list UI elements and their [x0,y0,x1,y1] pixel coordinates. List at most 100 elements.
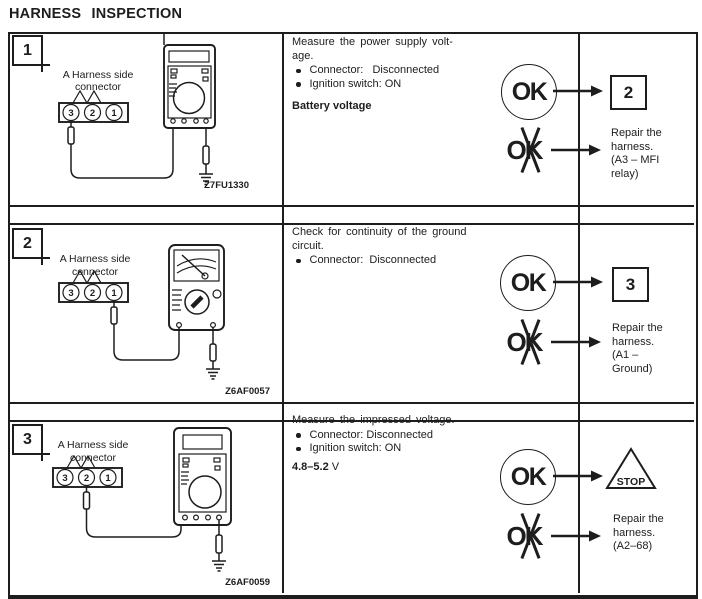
spec-value: 4.8–5.2 V [292,461,508,475]
knob-pointer [190,295,204,309]
multimeter-body [163,44,216,129]
ng-arrow-icon [551,336,601,348]
instruction-step3: Measure the impressed voltage. Connector… [292,414,508,474]
connector-label-line1: A Harness side [63,69,134,81]
step-number-box-2: 2 [12,228,50,265]
multimeter-display [182,434,223,450]
instruction-bullets: Connector: Disconnected Ignition switch:… [292,64,508,91]
meter-switch [202,76,209,82]
meter-switch [170,68,178,74]
stop-sign: STOP [605,447,657,489]
selector-knob [184,289,210,315]
bullet-text: Connector: Disconnected [309,64,440,76]
row-separator-1a [10,205,694,207]
instruction-step2: Check for continuity of the ground circu… [292,226,508,268]
meter-terminal [210,321,217,328]
meter-terminal [181,118,187,124]
ng-symbol: OK [498,127,550,173]
bullet-text: Connector: Disconnected [309,254,437,266]
pin-2-label: 2 [90,288,95,299]
instruction-bullets: Connector: Disconnected Ignition switch:… [292,429,508,456]
gauge-window [173,249,220,282]
step-number-box-3: 3 [12,424,50,461]
ok-arrow-icon [553,276,603,288]
instruction-main: Measure the impressed voltage. [292,414,455,426]
bullet-icon [296,446,301,451]
meter-switch [214,465,221,471]
meter-terminal [205,514,212,521]
pin-circle [83,283,102,302]
ground-symbol [212,553,226,572]
connector-label-line1: A Harness side [60,253,131,265]
instruction-main: Measure the power supply volt- age. [292,36,453,62]
bullet-item: Ignition switch: ON [292,442,508,456]
ng-arrow-icon [551,530,601,542]
meter-switch [213,457,221,463]
row-separator-1b [10,223,694,225]
meter-switch [182,457,190,463]
ground-symbol [199,164,213,186]
test-probe [67,126,75,145]
meter-terminal [182,514,189,521]
bullet-text: Connector: Disconnected [309,428,434,441]
meter-scale-marks [169,83,177,97]
multimeter-body [168,244,225,331]
instruction-step1: Measure the power supply volt- age. Conn… [292,36,508,114]
ok-arrow-icon [553,85,603,97]
multimeter-panel [167,65,212,119]
figure-step3-connector-and-digital-multimeter: A Harness side connector 3 2 1 Z6AF0059 [52,427,270,588]
next-step-box: 2 [610,75,647,110]
meter-terminal [193,514,200,521]
connector-label-line2: connector [75,81,122,93]
connector-body [52,467,123,488]
repair-action: Repair the harness. (A1 – Ground) [612,322,663,375]
table-outer-border [8,32,698,599]
ng-symbol: OK [498,513,550,559]
meter-lead-wire [70,128,174,179]
pin-circle [77,468,96,487]
gauge-needle [181,254,206,277]
pin-circle [56,468,74,487]
connector-label-line2: connector [70,452,117,464]
needle-pivot [201,272,209,280]
meter-switch [170,74,177,79]
pin-3-label: 3 [68,288,73,299]
ground-probe [202,145,210,165]
step-number: 1 [23,41,32,59]
instruction-bullets: Connector: Disconnected [292,254,508,268]
bullet-icon [296,68,301,73]
pin-3-label: 3 [62,473,67,484]
bullet-icon [296,433,301,438]
bullet-item: Connector: Disconnected [292,429,508,443]
pin-3-label: 3 [68,108,73,119]
test-probe [82,491,91,510]
meter-lead-wire [113,324,180,361]
test-probe [110,306,118,325]
column-divider-2 [578,32,580,593]
bullet-item: Connector: Disconnected [292,64,508,78]
figure-code: Z7FU1330 [204,180,249,191]
step-number-box-1: 1 [12,35,50,72]
ok-symbol: OK [500,449,556,505]
spec-value: Battery voltage [292,100,508,114]
pin-circle [62,283,80,302]
pin-1-label: 1 [105,473,111,484]
next-step-box: 3 [612,267,649,302]
gauge-arcs [176,258,217,274]
step-number: 3 [23,430,32,448]
pin-circle [105,103,123,122]
ground-symbol [206,361,220,380]
figure-step1-connector-and-digital-multimeter: A Harness side connector 3 2 1 Z7FU1330 [58,32,249,191]
stop-label: STOP [617,476,645,488]
meter-button [212,289,222,299]
step-number: 2 [23,234,32,252]
multimeter-display [168,50,210,63]
meter-switch [182,463,189,468]
row-separator-2b [10,420,694,422]
pin-1-label: 1 [111,288,117,299]
bullet-item: Connector: Disconnected [292,254,508,268]
figure-code: Z6AF0057 [225,386,270,397]
pin-2-label: 2 [90,108,95,119]
ok-arrow-icon [553,470,603,482]
bullet-icon [296,82,301,87]
